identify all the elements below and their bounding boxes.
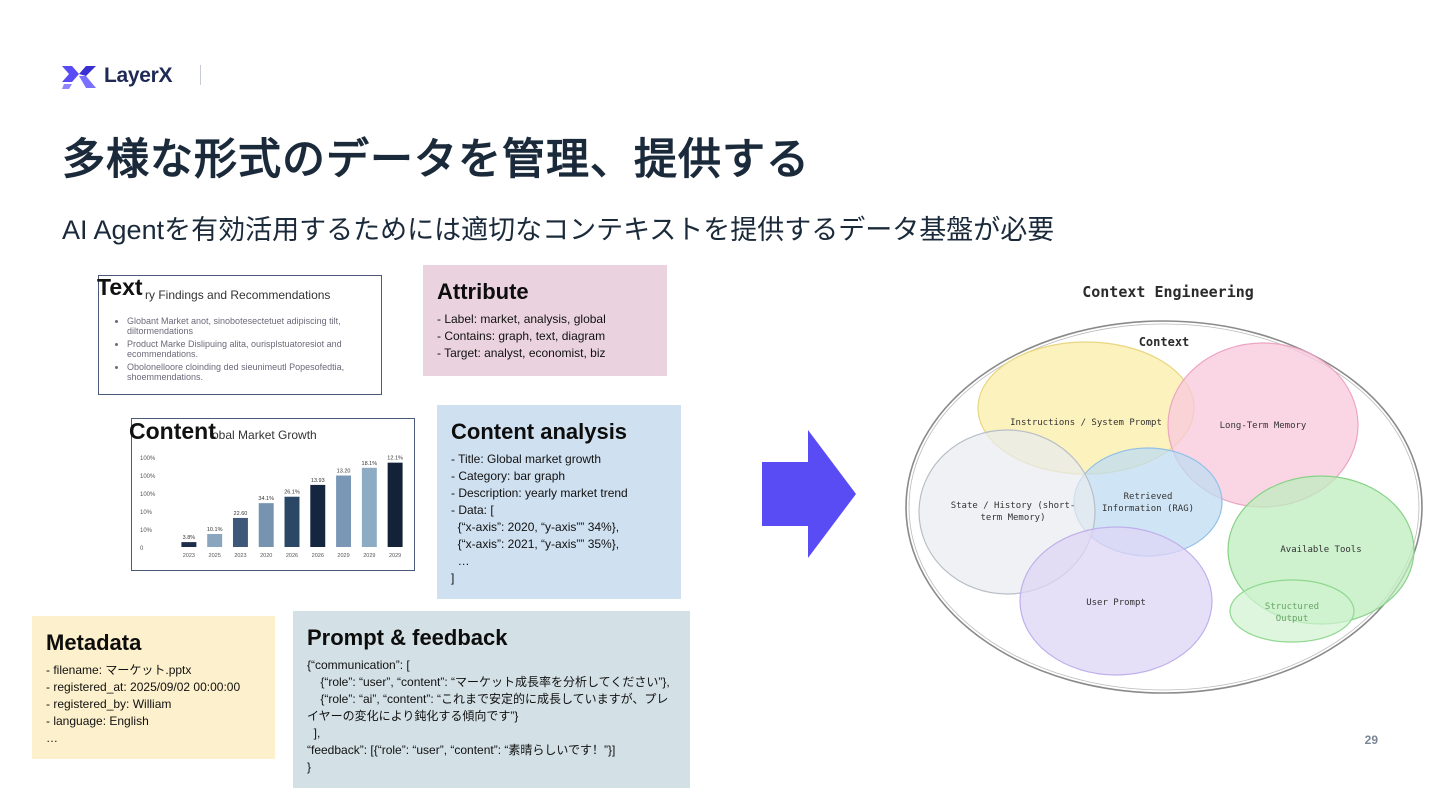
bar-data-label: 3.8% xyxy=(183,535,196,541)
right-arrow-icon xyxy=(762,430,856,558)
bar-data-label: 13.20 xyxy=(337,469,351,475)
content-analysis-title: Content analysis xyxy=(451,419,628,444)
context-boundary-sketch xyxy=(908,323,1420,691)
metadata-line: … xyxy=(46,731,58,745)
context-engineering-diagram: Context Engineering Context Instructions… xyxy=(905,283,1423,694)
list-item: Product Marke Dislipuing alita, ourispls… xyxy=(127,339,371,359)
prompt-line: {“role”: “user”, “content”: “マーケット成長率を分析… xyxy=(307,675,670,689)
bar-data-label: 22.60 xyxy=(234,511,248,517)
content-analysis-line: - Description: yearly market trend xyxy=(451,486,628,500)
content-analysis-line: ] xyxy=(451,571,455,585)
content-label: Content xyxy=(129,418,216,444)
prompt-feedback-title: Prompt & feedback xyxy=(307,625,508,650)
metadata-line: - filename: マーケット.pptx xyxy=(46,663,192,677)
x-tick-label: 2029 xyxy=(363,553,375,559)
bar-data-label: 18.1% xyxy=(362,461,378,467)
chart-bar xyxy=(336,475,352,547)
content-chart-thumbnail: obal Market Growth 0 10% 10% 100% 100% 100% 3.… xyxy=(131,418,415,571)
x-tick-label: 2029 xyxy=(337,553,349,559)
prompt-line: } xyxy=(307,760,312,774)
attribute-card: Attribute - Label: market, analysis, glo… xyxy=(423,265,667,376)
metadata-line: - registered_by: William xyxy=(46,697,172,711)
label-available-tools: Available Tools xyxy=(1280,545,1361,555)
x-tick-label: 2026 xyxy=(312,553,324,559)
text-document-thumbnail: ry Findings and Recommendations Globant … xyxy=(98,275,382,395)
chart-bar xyxy=(232,517,248,547)
attribute-line: - Label: market, analysis, global xyxy=(437,312,606,326)
prompt-feedback-card: Prompt & feedback {“communication”: [ {“… xyxy=(293,611,690,788)
x-tick-label: 2025 xyxy=(209,553,221,559)
page-title: 多様な形式のデータを管理、提供する xyxy=(62,136,810,184)
y-tick-label: 100% xyxy=(140,492,156,498)
x-tick-label: 2026 xyxy=(286,553,298,559)
content-analysis-line: … xyxy=(451,554,470,568)
label-user-prompt: User Prompt xyxy=(1086,598,1146,608)
list-item: Obolonelloore cloinding ded sieunimeutl … xyxy=(127,362,371,382)
x-tick-label: 2020 xyxy=(260,553,272,559)
prompt-line: {“communication”: [ xyxy=(307,658,410,672)
metadata-line: - registered_at: 2025/09/02 00:00:00 xyxy=(46,680,241,694)
bar-data-label: 34.1% xyxy=(258,496,274,502)
layerx-logo-icon xyxy=(62,66,96,89)
metadata-title: Metadata xyxy=(46,630,142,655)
list-item: Globant Market anot, sinobotesectetuet a… xyxy=(127,316,371,336)
bar-data-label: 26.1% xyxy=(284,490,300,496)
label-long-term-memory: Long-Term Memory xyxy=(1220,421,1307,431)
prompt-line: “feedback”: [{“role”: “user”, “content”:… xyxy=(307,743,616,757)
content-analysis-line: {“x-axis”: 2021, “y-axis”” 35%}, xyxy=(451,537,620,551)
x-tick-label: 2023 xyxy=(183,553,195,559)
metadata-line: - language: English xyxy=(46,714,149,728)
bar-chart: 0 10% 10% 100% 100% 100% 3.8% 2023 10.1% 2025 22.6… xyxy=(140,456,403,559)
chart-bar xyxy=(387,462,403,547)
logo-divider xyxy=(200,65,201,85)
circle-structured-output xyxy=(1229,579,1355,643)
attribute-line: - Target: analyst, economist, biz xyxy=(437,346,606,360)
brand-logo: LayerX xyxy=(62,62,173,90)
chart-bar xyxy=(310,484,326,547)
y-tick-label: 100% xyxy=(140,456,156,462)
prompt-line: {“role”: “ai”, “content”: “これまで安定的に成長してい… xyxy=(307,692,669,706)
y-tick-label: 0 xyxy=(140,546,144,552)
x-tick-label: 2029 xyxy=(389,553,401,559)
y-tick-label: 100% xyxy=(140,474,156,480)
bar-data-label: 10.1% xyxy=(207,527,223,533)
attribute-title: Attribute xyxy=(437,279,529,304)
content-analysis-line: - Category: bar graph xyxy=(451,469,566,483)
text-document-title: ry Findings and Recommendations xyxy=(145,288,331,302)
chart-title: obal Market Growth xyxy=(212,428,317,442)
bar-data-label: 13.93 xyxy=(311,478,325,484)
y-tick-label: 10% xyxy=(140,528,153,534)
chart-bar xyxy=(181,542,197,547)
label-instructions: Instructions / System Prompt xyxy=(1010,418,1162,428)
text-label: Text xyxy=(97,274,143,300)
metadata-card: Metadata - filename: マーケット.pptx - regist… xyxy=(32,616,275,759)
x-tick-label: 2023 xyxy=(234,553,246,559)
context-boundary xyxy=(905,320,1423,694)
y-tick-label: 10% xyxy=(140,510,153,516)
chart-bar xyxy=(258,503,274,547)
page-subtitle: AI Agentを有効活用するためには適切なコンテキストを提供するデータ基盤が必… xyxy=(62,215,1055,245)
label-state-history: State / History (short-term Memory) xyxy=(951,501,1076,523)
context-label: Context xyxy=(1139,335,1190,349)
prompt-line: イヤーの変化により鈍化する傾向です”} xyxy=(307,709,519,723)
content-analysis-line: - Data: [ xyxy=(451,503,494,517)
diagram-title: Context Engineering xyxy=(1082,283,1254,301)
prompt-line: ], xyxy=(307,726,321,740)
page-number: 29 xyxy=(1364,733,1378,747)
chart-bar xyxy=(207,534,223,547)
logo-text: LayerX xyxy=(104,64,173,87)
text-document-bullets: Globant Market anot, sinobotesectetuet a… xyxy=(115,316,371,382)
content-analysis-line: - Title: Global market growth xyxy=(451,452,602,466)
chart-bar xyxy=(284,496,300,547)
bar-data-label: 12.1% xyxy=(387,456,403,462)
content-analysis-line: {“x-axis”: 2020, “y-axis”” 34%}, xyxy=(451,520,620,534)
content-analysis-card: Content analysis - Title: Global market … xyxy=(437,405,681,599)
chart-bar xyxy=(361,467,377,547)
attribute-line: - Contains: graph, text, diagram xyxy=(437,329,606,343)
circle-user-prompt xyxy=(1019,526,1213,676)
